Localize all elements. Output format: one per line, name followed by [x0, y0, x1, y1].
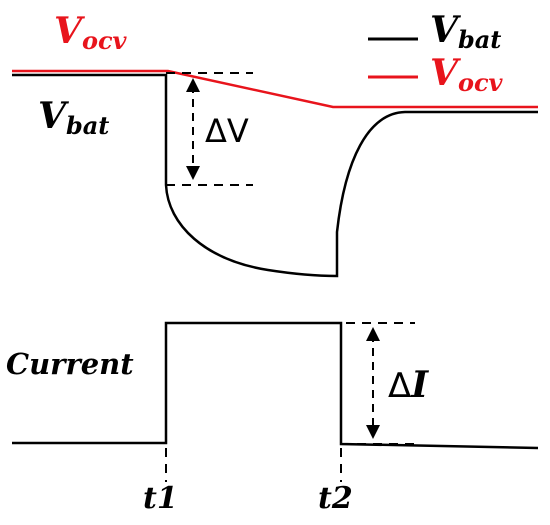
t1-label: t1: [143, 481, 178, 516]
legend: Vbat Vocv: [368, 9, 504, 97]
vbat-curve: [12, 73, 538, 278]
current-label: Current: [6, 347, 134, 381]
t2-label: t2: [318, 481, 353, 516]
legend-vocv-label: Vocv: [430, 52, 504, 97]
legend-vbat-label: Vbat: [430, 9, 501, 54]
vbat-left-label: Vbat: [38, 95, 109, 140]
vocv-left-label: Vocv: [54, 10, 128, 55]
vocv-curve: [12, 69, 538, 109]
delta-v-label: ΔV: [205, 112, 249, 150]
delta-i-label: ΔI: [388, 364, 429, 406]
current-curve: [12, 321, 539, 450]
